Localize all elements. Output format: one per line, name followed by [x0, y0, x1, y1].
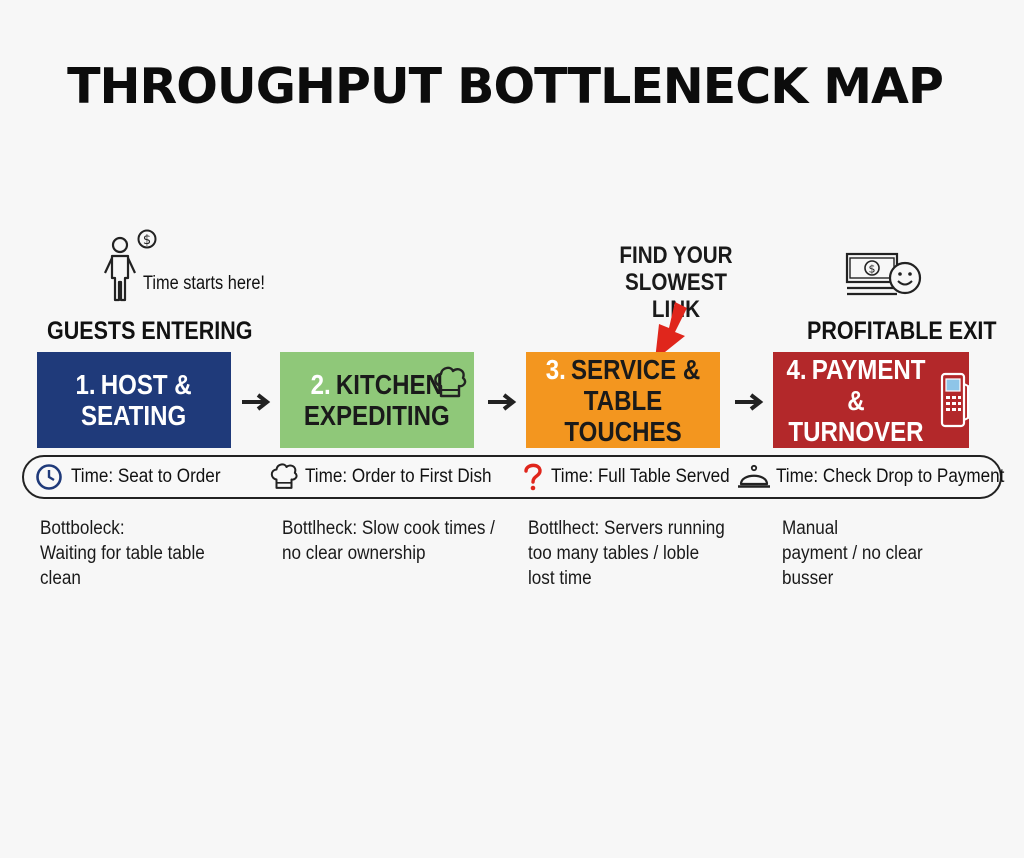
stage-2-line-2: EXPEDITING — [304, 400, 450, 431]
stage-service-table-touches: 3.SERVICE &TABLE TOUCHES — [526, 352, 720, 448]
money-smiley-icon: $ — [845, 252, 922, 296]
exit-label: PROFITABLE EXIT — [807, 317, 997, 345]
guest-person-icon: $ — [104, 229, 157, 302]
time-item-1: Time: Seat to Order — [71, 466, 221, 487]
timing-bar — [22, 455, 1002, 499]
stage-payment-turnover: 4.PAYMENT& TURNOVER — [773, 352, 969, 448]
stage-4-line-1: 4.PAYMENT — [786, 353, 926, 385]
stage-1-line-2: SEATING — [81, 400, 187, 431]
cloche-icon — [738, 464, 770, 488]
stage-3-line-1: 3.SERVICE & — [545, 353, 701, 385]
time-item-4: Time: Check Drop to Payment — [776, 466, 1005, 487]
start-note: Time starts here! — [143, 273, 265, 294]
chef-hat-icon — [270, 463, 298, 489]
svg-text:$: $ — [143, 233, 151, 248]
time-item-2: Time: Order to First Dish — [305, 466, 492, 487]
start-label: GUESTS ENTERING — [47, 317, 253, 345]
clock-icon — [36, 464, 62, 490]
bottleneck-note-2: Bottlheck: Slow cook times /no clear own… — [282, 518, 495, 564]
stage-4-line-2: & TURNOVER — [788, 384, 924, 447]
stage-3-line-2: TABLE TOUCHES — [564, 384, 682, 447]
flow-arrow-2 — [488, 393, 517, 411]
flow-arrow-1 — [242, 393, 271, 411]
time-item-3: Time: Full Table Served — [551, 466, 730, 487]
flow-arrow-3 — [735, 393, 764, 411]
callout-line-1: FIND YOUR — [619, 242, 733, 269]
red-pointer-arrow — [655, 302, 687, 360]
chef-hat-icon — [434, 366, 467, 398]
stage-1-line-1: 1.HOST & — [75, 369, 193, 400]
svg-text:$: $ — [869, 263, 876, 276]
card-terminal-icon — [940, 372, 969, 428]
stage-2-line-1: 2.KITCHEN — [310, 369, 444, 400]
page-title: THROUGHPUT BOTTLENECK MAP — [67, 58, 944, 115]
question-icon — [524, 463, 542, 491]
stage-host-seating: 1.HOST &SEATING — [37, 352, 231, 448]
